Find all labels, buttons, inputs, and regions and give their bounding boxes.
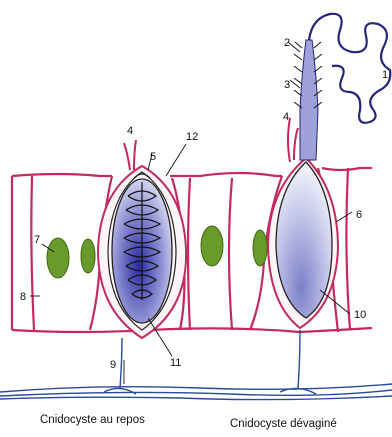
label-8: 8 <box>20 291 26 303</box>
label-2: 2 <box>284 37 290 49</box>
cnidocyte-discharged <box>268 14 390 328</box>
label-9: 9 <box>110 359 116 371</box>
cnidocil-left <box>124 140 136 170</box>
label-6: 6 <box>356 209 362 221</box>
nerve-fibers <box>0 330 392 400</box>
nucleus-cnidocyte-right <box>253 230 267 266</box>
label-11: 11 <box>170 357 181 369</box>
label-5: 5 <box>150 151 156 163</box>
cnidocil-right <box>288 118 298 162</box>
nucleus-middle-cell <box>201 226 223 266</box>
label-12: 12 <box>186 131 198 143</box>
everted-tube <box>300 40 318 160</box>
label-7: 7 <box>34 234 40 246</box>
label-3: 3 <box>284 79 290 91</box>
caption-discharged: Cnidocyste dévaginé <box>230 418 337 430</box>
label-4-left: 4 <box>127 125 133 137</box>
label-4-right: 4 <box>283 111 289 123</box>
label-1: 1 <box>382 69 388 81</box>
caption-resting: Cnidocyste au repos <box>40 414 145 426</box>
nucleus-left-cell <box>47 238 69 278</box>
nucleus-cnidocyte-left <box>81 239 95 273</box>
filament <box>309 14 390 123</box>
cnidocyte-resting <box>98 140 186 338</box>
label-10: 10 <box>354 309 366 321</box>
